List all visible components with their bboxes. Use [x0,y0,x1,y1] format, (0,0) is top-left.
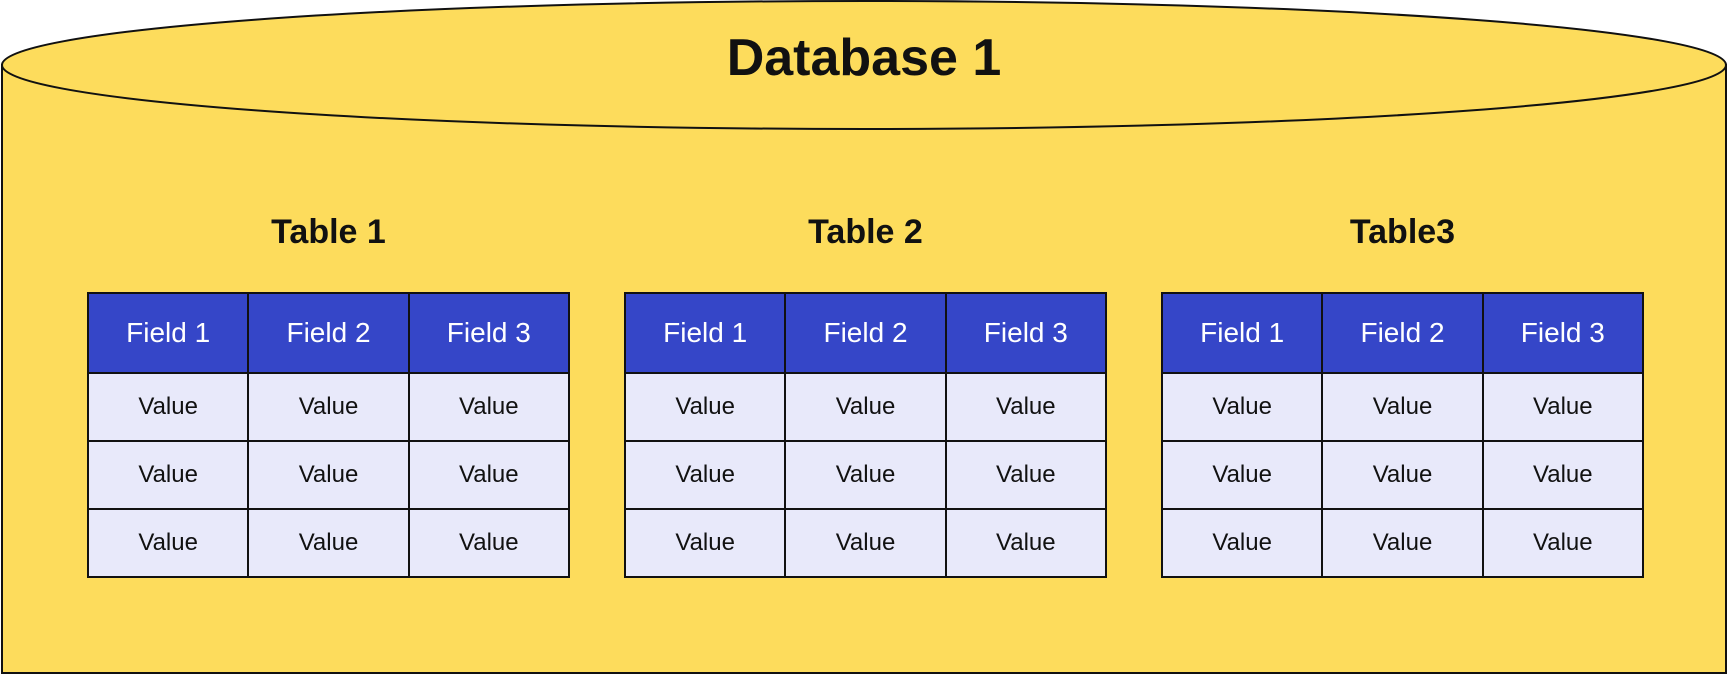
header-row: Field 1 Field 2 Field 3 [623,292,1108,374]
header-cell: Field 2 [1321,292,1484,374]
value-cell: Value [407,440,571,510]
header-row: Field 1 Field 2 Field 3 [1160,292,1645,374]
table-1: Table 1 Field 1 Field 2 Field 3 Value Va… [86,210,571,578]
cylinder-top [1,0,1727,130]
header-cell: Field 2 [784,292,947,374]
table-row: Value Value Value [623,508,1108,578]
table-2: Table 2 Field 1 Field 2 Field 3 Value Va… [623,210,1108,578]
table-title: Table3 [1349,213,1456,251]
value-cell: Value [1321,372,1484,442]
header-cell: Field 1 [623,292,787,374]
value-cell: Value [1160,508,1324,578]
value-cell: Value [784,508,947,578]
value-cell: Value [1321,508,1484,578]
table-row: Value Value Value [1160,508,1645,578]
table-3: Table3 Field 1 Field 2 Field 3 Value Val… [1160,210,1645,578]
header-cell: Field 3 [1481,292,1645,374]
value-cell: Value [247,508,410,578]
header-cell: Field 1 [86,292,250,374]
table-row: Value Value Value [86,440,571,510]
table-row: Value Value Value [1160,372,1645,442]
value-cell: Value [1481,372,1645,442]
value-cell: Value [407,508,571,578]
value-cell: Value [1481,440,1645,510]
value-cell: Value [944,372,1108,442]
value-cell: Value [1160,440,1324,510]
value-cell: Value [86,440,250,510]
header-cell: Field 1 [1160,292,1324,374]
data-table: Field 1 Field 2 Field 3 Value Value Valu… [86,292,571,578]
value-cell: Value [86,372,250,442]
value-cell: Value [247,372,410,442]
table-row: Value Value Value [1160,440,1645,510]
value-cell: Value [247,440,410,510]
value-cell: Value [1160,372,1324,442]
database-title: Database 1 [726,29,1002,87]
data-table: Field 1 Field 2 Field 3 Value Value Valu… [623,292,1108,578]
table-title: Table 2 [808,213,923,251]
header-cell: Field 2 [247,292,410,374]
value-cell: Value [623,508,787,578]
data-table: Field 1 Field 2 Field 3 Value Value Valu… [1160,292,1645,578]
value-cell: Value [784,372,947,442]
value-cell: Value [407,372,571,442]
table-row: Value Value Value [86,508,571,578]
value-cell: Value [944,508,1108,578]
value-cell: Value [623,440,787,510]
table-title: Table 1 [271,213,386,251]
table-row: Value Value Value [623,440,1108,510]
table-row: Value Value Value [623,372,1108,442]
header-row: Field 1 Field 2 Field 3 [86,292,571,374]
value-cell: Value [784,440,947,510]
value-cell: Value [86,508,250,578]
table-row: Value Value Value [86,372,571,442]
value-cell: Value [623,372,787,442]
value-cell: Value [1321,440,1484,510]
header-cell: Field 3 [407,292,571,374]
header-cell: Field 3 [944,292,1108,374]
value-cell: Value [944,440,1108,510]
value-cell: Value [1481,508,1645,578]
